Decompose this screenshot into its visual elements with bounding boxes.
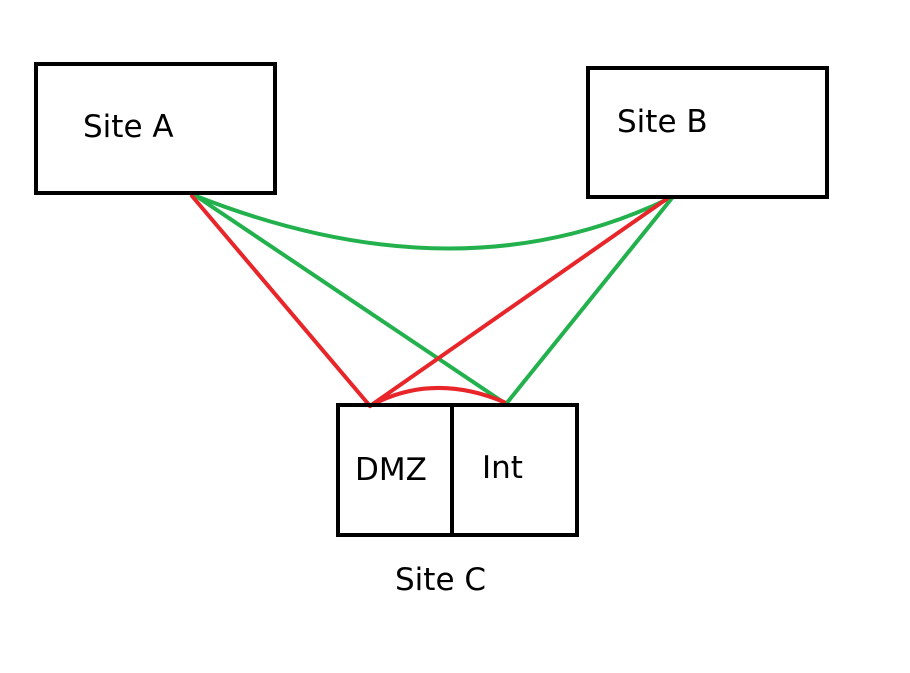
site-a-label: Site A	[83, 109, 174, 145]
int-label: Int	[482, 450, 523, 486]
site-c-box	[336, 403, 579, 537]
link-site-b-to-int	[504, 196, 674, 406]
link-site-a-to-dmz	[190, 194, 372, 408]
link-site-b-to-dmz	[368, 196, 670, 408]
site-b-label: Site B	[617, 104, 708, 140]
site-b-box	[586, 66, 829, 199]
dmz-label: DMZ	[355, 452, 427, 488]
link-site-a-to-site-b	[194, 194, 672, 251]
site-c-label: Site C	[395, 562, 487, 598]
link-dmz-to-int	[368, 386, 506, 408]
site-a-box	[34, 62, 277, 195]
link-site-a-to-int	[194, 194, 508, 406]
site-c-divider	[450, 403, 454, 537]
